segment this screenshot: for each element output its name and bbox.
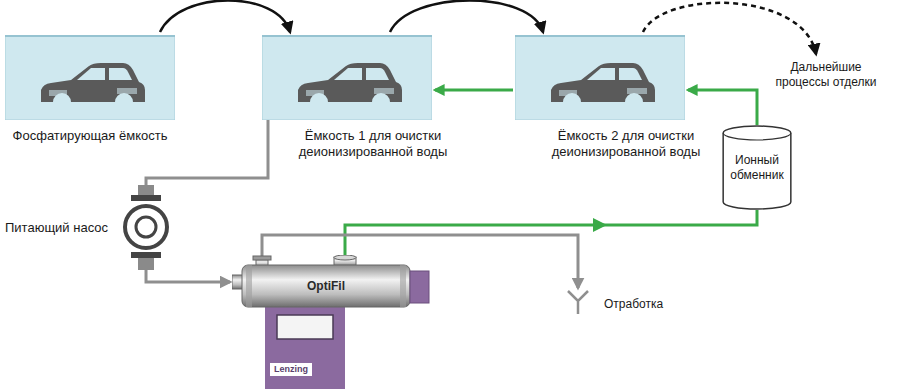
- node-label: Дальнейшие процессы отделки: [770, 60, 882, 90]
- flow-connector: [345, 210, 757, 256]
- flow-line: [345, 210, 757, 256]
- node-label: Lenzing: [274, 363, 308, 376]
- node-label: Ёмкость 1 для очистки деионизированной в…: [284, 128, 462, 160]
- tank-illustration: [515, 28, 685, 120]
- node-label: Ёмкость 2 для очистки деионизированной в…: [537, 128, 715, 160]
- drain-symbol: [566, 290, 590, 314]
- phosphating-tank: Фосфатирующая ёмкость: [5, 28, 175, 144]
- node-label: Ионный обменник: [722, 153, 792, 183]
- flow-connector: [146, 270, 230, 282]
- node-label: Отработка: [604, 296, 663, 312]
- arrow-head: [593, 218, 607, 232]
- flow-connector: [688, 90, 757, 125]
- flow-connector: [390, 1, 543, 33]
- flow-line: [160, 1, 290, 33]
- node-label: OptiFil: [242, 278, 410, 294]
- pump-symbol: [116, 185, 176, 270]
- tank-illustration: [262, 28, 432, 120]
- process-label: Дальнейшие процессы отделки: [770, 60, 882, 90]
- flow-line: [688, 90, 757, 125]
- node-label: Питающий насос: [5, 220, 108, 236]
- rinse-tank: Ёмкость 1 для очистки деионизированной в…: [262, 28, 462, 160]
- flow-connector: [435, 90, 513, 91]
- tank-illustration: [5, 28, 175, 120]
- optifil-filter: OptiFilLenzing: [232, 255, 432, 389]
- flow-line: [435, 89, 513, 92]
- flow-line: [390, 1, 543, 33]
- ion-exchanger: Ионный обменник: [722, 125, 792, 210]
- optifil-illustration: [232, 255, 432, 389]
- flow-line: [146, 270, 230, 282]
- feed-pump: Питающий насос: [5, 185, 176, 270]
- flow-connector: [160, 1, 290, 33]
- node-label: Фосфатирующая ёмкость: [5, 128, 175, 144]
- rinse-tank: Ёмкость 2 для очистки деионизированной в…: [515, 28, 715, 160]
- drain-outlet: Отработка: [566, 290, 663, 314]
